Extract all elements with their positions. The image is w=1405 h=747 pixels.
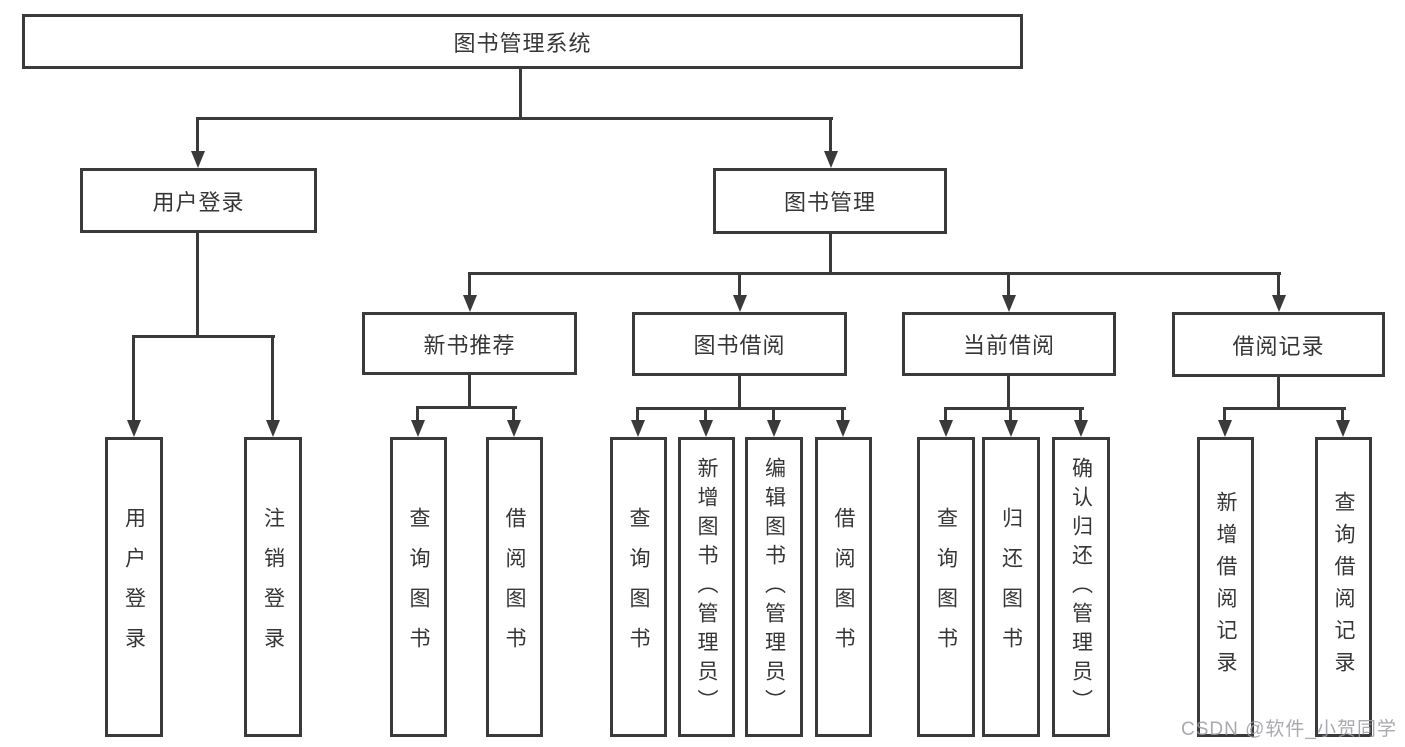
arrowhead-icon bbox=[1002, 295, 1016, 312]
node-current-borrowing: 当前借阅 bbox=[902, 312, 1116, 376]
node-label: 用户登录 bbox=[152, 189, 245, 215]
node-label: 注销登录 bbox=[261, 507, 285, 667]
node-query-books-current: 查询图书 bbox=[917, 437, 975, 737]
arrowhead-icon bbox=[266, 420, 280, 437]
node-borrow-books: 借阅图书 bbox=[815, 437, 872, 737]
edge-line bbox=[1007, 376, 1010, 407]
edge-line bbox=[1277, 377, 1280, 407]
node-label: 图书管理系统 bbox=[453, 30, 592, 56]
edge-line bbox=[636, 407, 846, 410]
arrowhead-icon bbox=[733, 295, 747, 312]
arrowhead-icon bbox=[507, 420, 521, 437]
edge-line bbox=[944, 407, 947, 424]
node-query-books-recommend: 查询图书 bbox=[390, 437, 447, 737]
arrowhead-icon bbox=[836, 420, 850, 437]
node-login: 用户登录 bbox=[105, 437, 163, 737]
edge-line bbox=[1223, 407, 1226, 424]
watermark: CSDN @软件_小贺同学 bbox=[1181, 719, 1397, 740]
edge-line bbox=[1223, 407, 1346, 410]
edge-line bbox=[829, 234, 832, 272]
node-borrow-books-recommend: 借阅图书 bbox=[486, 437, 543, 737]
edge-line bbox=[416, 406, 419, 424]
arrowhead-icon bbox=[767, 420, 781, 437]
arrowhead-icon bbox=[411, 420, 425, 437]
edge-line bbox=[512, 406, 515, 424]
edge-line bbox=[1009, 407, 1012, 424]
node-confirm-return-admin: 确认归还（管理员） bbox=[1052, 437, 1110, 737]
edge-line bbox=[944, 407, 1084, 410]
node-root: 图书管理系统 bbox=[22, 14, 1023, 69]
edge-line bbox=[271, 335, 274, 423]
edge-line bbox=[636, 407, 639, 424]
node-label: 借阅图书 bbox=[503, 507, 526, 667]
edge-line bbox=[468, 272, 1281, 275]
edge-line bbox=[468, 375, 471, 406]
edge-line bbox=[416, 406, 517, 409]
edge-line bbox=[1079, 407, 1082, 424]
node-borrowing-records: 借阅记录 bbox=[1172, 312, 1385, 377]
node-label: 查询借阅记录 bbox=[1332, 491, 1355, 683]
edge-line bbox=[132, 335, 275, 338]
node-label: 图书借阅 bbox=[693, 333, 786, 358]
node-logout: 注销登录 bbox=[244, 437, 302, 737]
node-label: 新增图书（管理员） bbox=[695, 456, 718, 718]
edge-line bbox=[1341, 407, 1344, 424]
node-new-book-recommend: 新书推荐 bbox=[362, 312, 577, 375]
edge-line bbox=[1277, 272, 1280, 298]
arrowhead-icon bbox=[127, 420, 141, 437]
node-book-management: 图书管理 bbox=[713, 168, 947, 234]
node-label: 当前借阅 bbox=[962, 333, 1055, 358]
edge-line bbox=[772, 407, 775, 424]
edge-line bbox=[704, 407, 707, 424]
edge-line bbox=[196, 233, 199, 335]
node-label: 用户登录 bbox=[122, 507, 146, 667]
node-add-borrow-record: 新增借阅记录 bbox=[1197, 437, 1254, 737]
node-label: 新增借阅记录 bbox=[1214, 491, 1237, 683]
arrowhead-icon bbox=[1004, 420, 1018, 437]
node-book-borrowing: 图书借阅 bbox=[632, 312, 847, 376]
edge-line bbox=[738, 272, 741, 298]
arrowhead-icon bbox=[1218, 420, 1232, 437]
node-query-borrow-record: 查询借阅记录 bbox=[1315, 437, 1372, 737]
edge-line bbox=[196, 117, 833, 120]
edge-line bbox=[519, 69, 522, 117]
edge-line bbox=[132, 335, 135, 423]
node-label: 查询图书 bbox=[627, 507, 650, 667]
arrowhead-icon bbox=[824, 151, 838, 168]
node-return-books: 归还图书 bbox=[982, 437, 1040, 737]
edge-line bbox=[738, 376, 741, 407]
node-query-books-borrowing: 查询图书 bbox=[610, 437, 667, 737]
node-label: 借阅图书 bbox=[832, 507, 855, 667]
edge-line bbox=[829, 117, 832, 154]
node-user-login: 用户登录 bbox=[80, 168, 317, 233]
edge-line bbox=[841, 407, 844, 424]
arrowhead-icon bbox=[631, 420, 645, 437]
node-label: 归还图书 bbox=[999, 507, 1023, 667]
node-label: 借阅记录 bbox=[1232, 333, 1325, 359]
edge-line bbox=[468, 272, 471, 298]
arrowhead-icon bbox=[939, 420, 953, 437]
node-label: 查询图书 bbox=[407, 507, 430, 667]
node-label: 图书管理 bbox=[783, 190, 876, 215]
arrowhead-icon bbox=[1074, 420, 1088, 437]
edge-line bbox=[196, 117, 199, 154]
edge-line bbox=[1007, 272, 1010, 298]
node-label: 查询图书 bbox=[934, 507, 958, 667]
arrowhead-icon bbox=[1336, 420, 1350, 437]
node-label: 新书推荐 bbox=[423, 332, 516, 358]
arrowhead-icon bbox=[1272, 295, 1286, 312]
node-edit-books-admin: 编辑图书（管理员） bbox=[745, 437, 803, 737]
node-label: 编辑图书（管理员） bbox=[762, 456, 786, 718]
arrowhead-icon bbox=[699, 420, 713, 437]
arrowhead-icon bbox=[463, 295, 477, 312]
node-add-books-admin: 新增图书（管理员） bbox=[678, 437, 735, 737]
arrowhead-icon bbox=[191, 151, 205, 168]
node-label: 确认归还（管理员） bbox=[1069, 456, 1093, 718]
